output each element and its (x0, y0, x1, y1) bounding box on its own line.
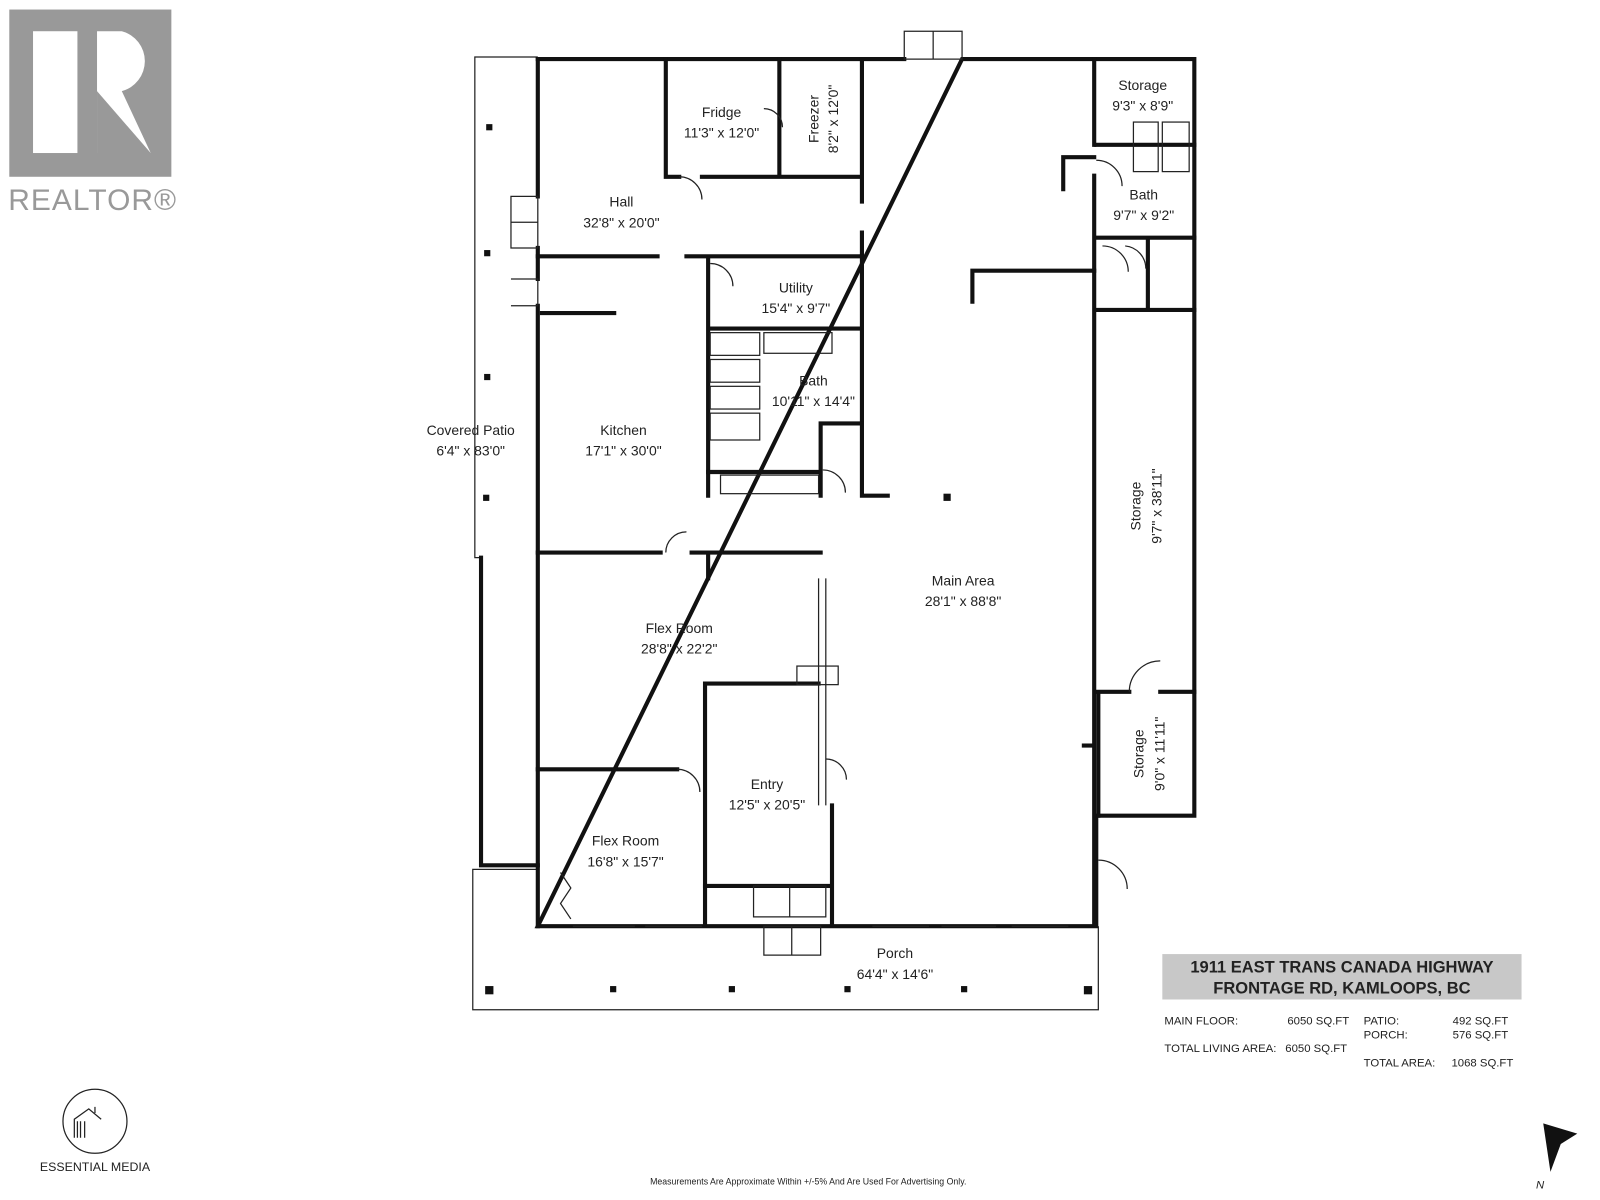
doors (510, 30, 1161, 956)
patio-label: PATIO: (1364, 1015, 1400, 1027)
room-name-flex-room-1: Flex Room (646, 620, 713, 636)
room-name-bath-1: Bath (1129, 186, 1158, 202)
main-floor-value: 6050 SQ.FT (1287, 1015, 1349, 1027)
address-line-2: FRONTAGE RD, KAMLOOPS, BC (1213, 979, 1470, 997)
room-labels: Fridge 11'3" x 12'0" Freezer 8'2" x 12'0… (427, 77, 1175, 982)
room-size-kitchen: 17'1" x 30'0" (585, 442, 661, 458)
room-size-storage-2: 9'7" x 38'11" (1148, 468, 1164, 543)
room-name-storage-3: Storage (1131, 729, 1147, 778)
room-name-freezer: Freezer (806, 95, 822, 143)
room-name-entry: Entry (751, 776, 784, 792)
room-name-hall: Hall (609, 194, 633, 210)
room-name-flex-room-2: Flex Room (592, 833, 659, 849)
total-area-label: TOTAL AREA: (1364, 1058, 1436, 1070)
total-area-value: 1068 SQ.FT (1451, 1058, 1513, 1070)
room-name-covered-patio: Covered Patio (427, 422, 515, 438)
main-floor-label: MAIN FLOOR: (1164, 1015, 1238, 1027)
room-size-covered-patio: 6'4" x 83'0" (436, 442, 505, 458)
room-size-entry: 12'5" x 20'5" (729, 797, 805, 813)
room-size-bath-1: 9'7" x 9'2" (1113, 207, 1174, 223)
room-name-kitchen: Kitchen (600, 422, 646, 438)
room-size-freezer: 8'2" x 12'0" (825, 85, 841, 154)
north-label: N (1536, 1179, 1545, 1191)
essential-media-wordmark: ESSENTIAL MEDIA (40, 1160, 151, 1174)
room-size-storage-3: 9'0" x 11'11" (1151, 717, 1167, 791)
room-name-main-area: Main Area (932, 573, 995, 589)
interior-walls (535, 57, 1197, 927)
room-size-storage-1: 9'3" x 8'9" (1112, 98, 1173, 114)
room-name-bath-2: Bath (799, 372, 828, 388)
bathroom-fixtures (709, 121, 1190, 686)
realtor-wordmark: REALTOR® (8, 184, 177, 217)
room-size-flex-room-1: 28'8" x 22'2" (641, 641, 717, 657)
room-name-utility: Utility (779, 279, 813, 295)
total-living-value: 6050 SQ.FT (1285, 1043, 1347, 1055)
room-size-bath-2: 10'11" x 14'4" (772, 393, 855, 409)
total-living-label: TOTAL LIVING AREA: (1164, 1043, 1276, 1055)
essential-media-logo: ESSENTIAL MEDIA (40, 1088, 151, 1174)
room-size-fridge: 11'3" x 12'0" (684, 125, 759, 141)
room-name-storage-2: Storage (1128, 481, 1144, 530)
north-arrow-icon: N (1536, 1123, 1578, 1191)
room-size-porch: 64'4" x 14'6" (857, 966, 933, 982)
porch-value: 576 SQ.FT (1453, 1030, 1509, 1042)
room-name-storage-1: Storage (1118, 77, 1167, 93)
room-name-porch: Porch (877, 945, 913, 961)
room-size-main-area: 28'1" x 88'8" (925, 593, 1001, 609)
room-size-flex-room-2: 16'8" x 15'7" (587, 853, 663, 869)
porch-label: PORCH: (1364, 1030, 1408, 1042)
room-name-fridge: Fridge (702, 104, 742, 120)
room-size-hall: 32'8" x 20'0" (583, 214, 659, 230)
realtor-logo: REALTOR® (8, 9, 177, 217)
address-line-1: 1911 EAST TRANS CANADA HIGHWAY (1190, 959, 1493, 977)
porch (472, 868, 1099, 1011)
disclaimer: Measurements Are Approximate Within +/-5… (650, 1176, 966, 1186)
patio-value: 492 SQ.FT (1453, 1015, 1509, 1027)
covered-patio (474, 56, 540, 868)
area-summary: 1911 EAST TRANS CANADA HIGHWAY FRONTAGE … (1162, 954, 1522, 1070)
room-size-utility: 15'4" x 9'7" (762, 300, 831, 316)
